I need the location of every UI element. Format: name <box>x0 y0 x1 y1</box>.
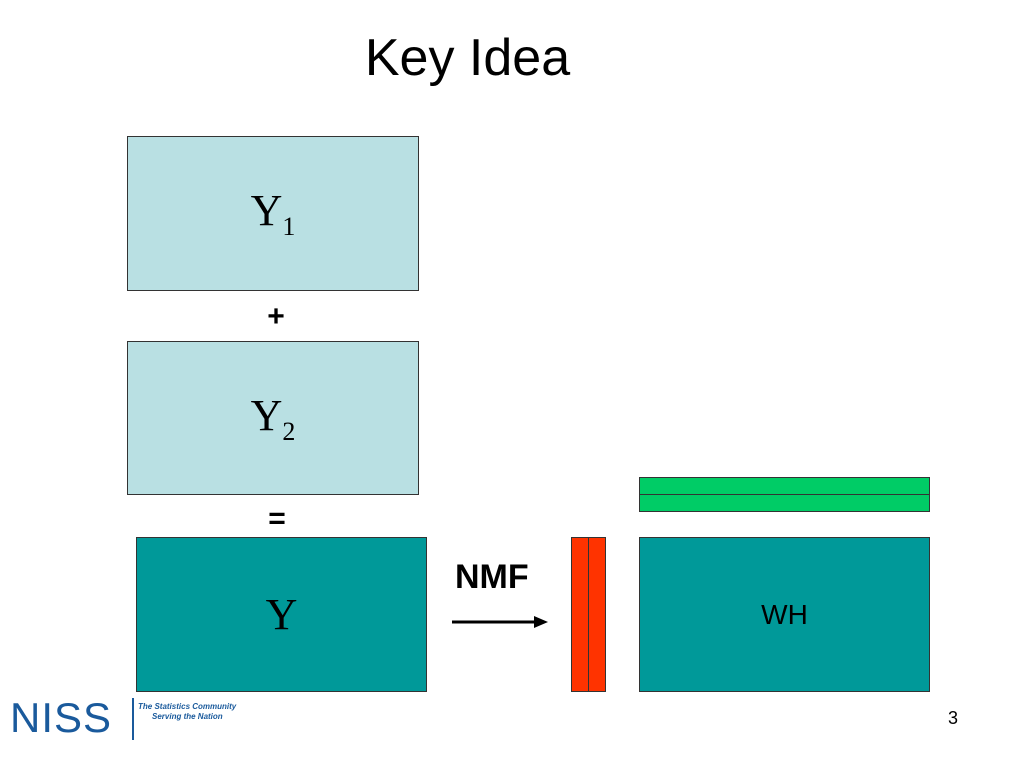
w-column-1 <box>571 537 589 692</box>
wh-label: WH <box>761 598 808 630</box>
y-matrix-box: Y <box>136 537 427 692</box>
y1-label: Y1 <box>250 186 296 241</box>
logo-tagline: The Statistics Community Serving the Nat… <box>138 702 237 721</box>
h-row-2 <box>639 494 930 512</box>
y-label: Y <box>265 590 298 639</box>
logo-divider <box>132 698 134 740</box>
y1-matrix-box: Y1 <box>127 136 419 291</box>
plus-sign: + <box>267 300 285 333</box>
y2-label: Y2 <box>250 390 296 446</box>
equals-sign: = <box>268 502 286 535</box>
w-column-2 <box>588 537 606 692</box>
logo-name: NISS <box>10 694 113 741</box>
right-arrow-icon <box>452 616 548 628</box>
wh-matrix-box: WH <box>639 537 930 692</box>
slide-title: Key Idea <box>364 29 571 87</box>
page-number: 3 <box>948 708 959 728</box>
nmf-label: NMF <box>455 558 529 596</box>
h-row-1 <box>639 477 930 495</box>
niss-logo: NISS The Statistics Community Serving th… <box>10 694 236 742</box>
y2-matrix-box: Y2 <box>127 341 419 495</box>
